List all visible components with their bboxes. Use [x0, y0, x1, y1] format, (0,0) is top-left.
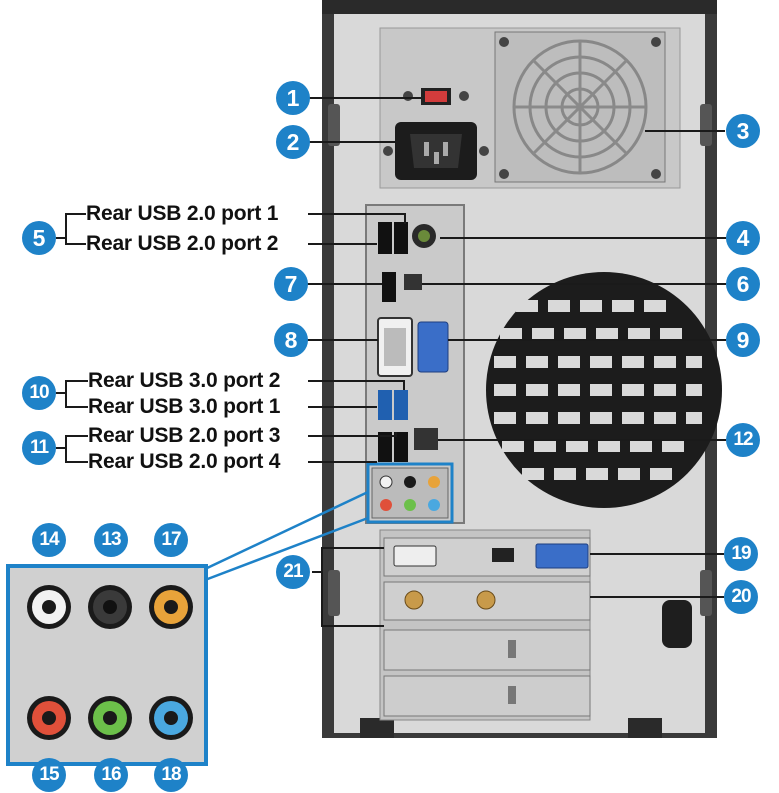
- callout-9: 9: [726, 323, 760, 357]
- label-rear-usb20-port3: Rear USB 2.0 port 3: [88, 424, 281, 447]
- callout-5: 5: [22, 221, 56, 255]
- label-rear-usb20-port4: Rear USB 2.0 port 4: [88, 450, 281, 473]
- power-supply: [379, 27, 681, 189]
- label-rear-usb20-port1: Rear USB 2.0 port 1: [86, 202, 279, 225]
- callout-14: 14: [32, 523, 66, 557]
- io-shield: [365, 204, 465, 524]
- callout-8: 8: [274, 323, 308, 357]
- callout-16: 16: [94, 758, 128, 792]
- callout-19: 19: [724, 537, 758, 571]
- callout-12: 12: [726, 423, 760, 457]
- callout-6: 6: [726, 267, 760, 301]
- callout-7: 7: [274, 267, 308, 301]
- callout-3: 3: [726, 114, 760, 148]
- label-rear-usb30-port1: Rear USB 3.0 port 1: [88, 395, 281, 418]
- callout-15: 15: [32, 758, 66, 792]
- case-fan-grille: [486, 272, 722, 508]
- callout-leader-lines: [56, 97, 726, 627]
- callout-21: 21: [276, 555, 310, 589]
- callout-1: 1: [276, 81, 310, 115]
- callout-20: 20: [724, 580, 758, 614]
- callout-4: 4: [726, 221, 760, 255]
- callout-10: 10: [22, 376, 56, 410]
- callout-13: 13: [94, 523, 128, 557]
- label-rear-usb30-port2: Rear USB 3.0 port 2: [88, 369, 281, 392]
- callout-18: 18: [154, 758, 188, 792]
- expansion-slots: [379, 529, 591, 721]
- callout-2: 2: [276, 125, 310, 159]
- label-rear-usb20-port2: Rear USB 2.0 port 2: [86, 232, 279, 255]
- audio-zoom-panel: [6, 490, 369, 766]
- callout-11: 11: [22, 431, 56, 465]
- callout-17: 17: [154, 523, 188, 557]
